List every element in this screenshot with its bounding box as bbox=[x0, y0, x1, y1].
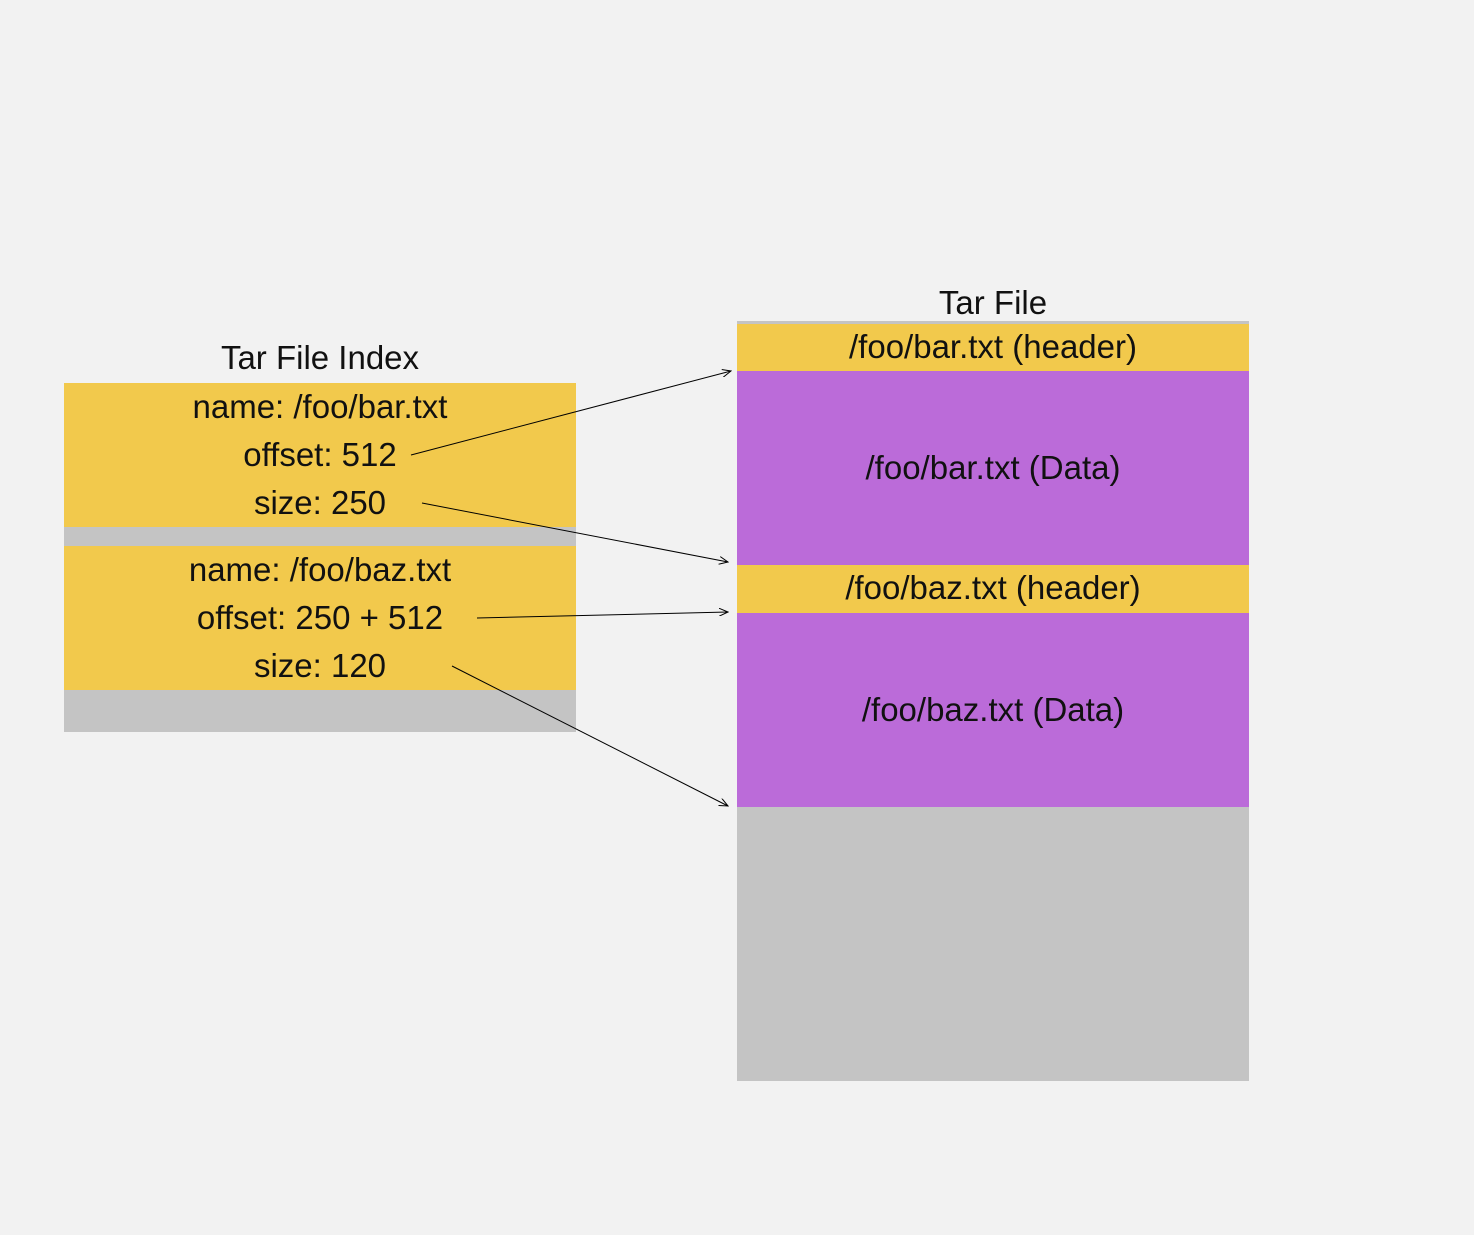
tar-segment-data: /foo/baz.txt (Data) bbox=[737, 613, 1249, 807]
tar-file-title: Tar File bbox=[938, 284, 1048, 321]
segment-label: /foo/baz.txt (header) bbox=[845, 569, 1141, 606]
index-entry-offset: offset: 512 bbox=[243, 436, 397, 473]
index-entry-name: name: /foo/baz.txt bbox=[188, 551, 452, 588]
segment-label: /foo/baz.txt (Data) bbox=[861, 691, 1125, 728]
segment-label: /foo/bar.txt (header) bbox=[849, 328, 1137, 365]
tar-segment-data: /foo/bar.txt (Data) bbox=[737, 371, 1249, 565]
tar-segment-header: /foo/baz.txt (header) bbox=[737, 565, 1249, 613]
index-entry-name: name: /foo/bar.txt bbox=[192, 388, 448, 425]
tar-file-index-title: Tar File Index bbox=[220, 339, 420, 376]
index-padding bbox=[64, 527, 576, 546]
tar-file-padding bbox=[737, 321, 1249, 324]
tar-file-padding bbox=[737, 807, 1249, 1081]
index-entry-offset: offset: 250 + 512 bbox=[196, 599, 444, 636]
index-entry-size: size: 120 bbox=[253, 647, 387, 684]
index-padding bbox=[64, 690, 576, 732]
index-entry-baz: name: /foo/baz.txt offset: 250 + 512 siz… bbox=[64, 546, 576, 690]
tar-segment-header: /foo/bar.txt (header) bbox=[737, 324, 1249, 371]
index-entry-size: size: 250 bbox=[253, 484, 387, 521]
segment-label: /foo/bar.txt (Data) bbox=[865, 449, 1121, 486]
index-entry-bar: name: /foo/bar.txt offset: 512 size: 250 bbox=[64, 383, 576, 527]
